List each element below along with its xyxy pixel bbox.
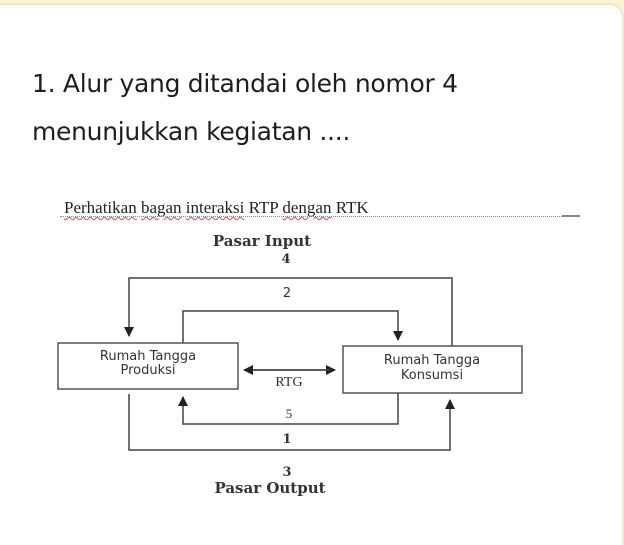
caption-word: Perhatikan	[64, 198, 137, 217]
rtg-label: RTG	[275, 375, 302, 390]
flow-diagram: Pasar Input 4 2 Rumah Tangga Produksi Ru…	[57, 232, 523, 497]
caption-word: bagan	[140, 198, 182, 217]
rtp-label-line-1: Rumah Tangga	[100, 349, 196, 364]
question-text: 1. Alur yang ditandai oleh nomor 4 menun…	[32, 60, 592, 156]
flow-number-2: 2	[283, 286, 291, 301]
circular-flow-figure: Perhatikan bagan interaksi RTP dengan RT…	[0, 190, 624, 510]
inner-bottom-flow-arrow	[178, 393, 399, 425]
rtk-box: Rumah Tangga Konsumsi	[342, 345, 523, 394]
rtk-label-line-2: Konsumsi	[401, 368, 463, 383]
flow-number-4: 4	[281, 252, 290, 267]
question-card: 1. Alur yang ditandai oleh nomor 4 menun…	[0, 5, 622, 545]
flow-number-5: 5	[286, 406, 293, 421]
flow-number-1: 1	[282, 432, 291, 447]
question-line-1: 1. Alur yang ditandai oleh nomor 4	[32, 69, 458, 98]
caption-word: RTK	[335, 198, 369, 217]
pasar-input-label: Pasar Input	[213, 232, 311, 250]
caption-divider-end	[562, 215, 580, 217]
flow-number-3: 3	[282, 465, 291, 480]
figure-caption: Perhatikan bagan interaksi RTP dengan RT…	[64, 198, 369, 218]
outer-bottom-flow-arrow	[128, 394, 455, 451]
question-line-2: menunjukkan kegiatan ....	[32, 117, 350, 146]
caption-divider	[60, 216, 580, 217]
rtk-label-line-1: Rumah Tangga	[384, 353, 480, 368]
caption-word: dengan	[282, 198, 332, 217]
caption-word: RTP	[248, 198, 279, 217]
rtp-label-line-2: Produksi	[120, 363, 175, 378]
pasar-output-label: Pasar Output	[214, 479, 325, 497]
outer-top-flow-arrow	[124, 277, 453, 346]
inner-top-flow-arrow	[182, 310, 403, 343]
rtp-box: Rumah Tangga Produksi	[57, 342, 239, 390]
caption-word: interaksi	[185, 198, 245, 217]
